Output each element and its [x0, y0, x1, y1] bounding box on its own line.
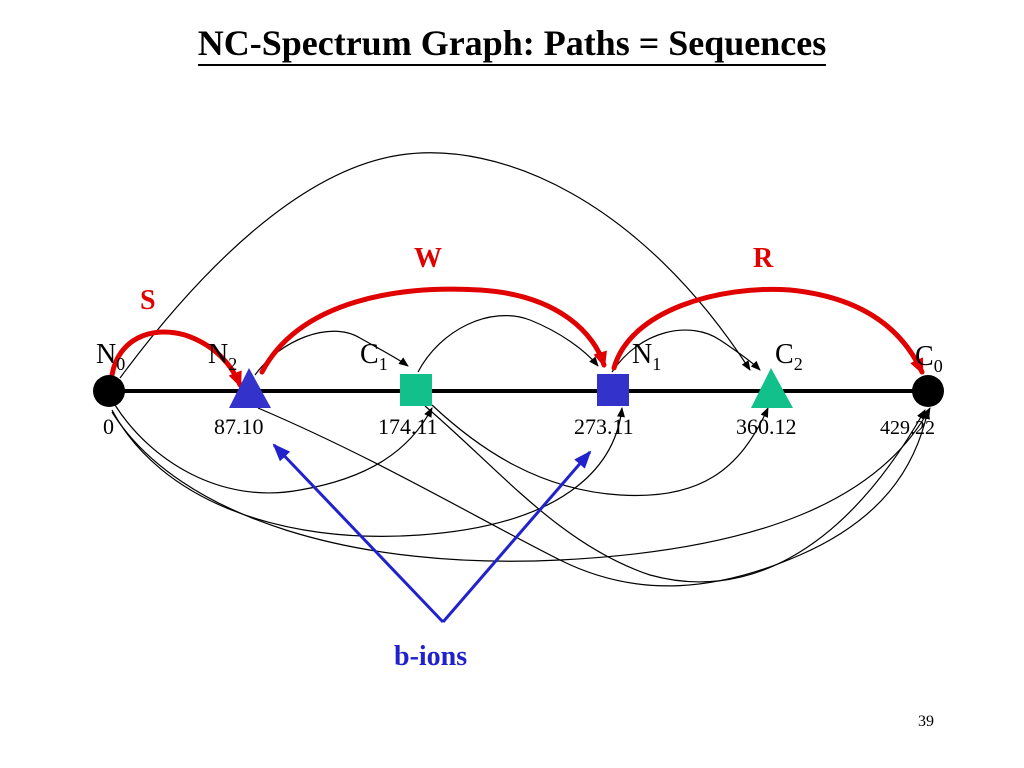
node-n2-label: N2: [208, 339, 237, 374]
node-n1-label: N1: [632, 339, 661, 374]
slide-title: NC-Spectrum Graph: Paths = Sequences: [0, 22, 1024, 66]
node-c2-mass: 360.12: [736, 414, 797, 439]
page-number: 39: [918, 713, 934, 730]
aa-label-w: W: [414, 243, 442, 274]
node-c1-mass: 174.11: [378, 414, 438, 439]
highlight-path: [109, 286, 925, 388]
edge-n1-c2: [611, 329, 761, 373]
b-ion-arrows: [272, 443, 592, 624]
aa-label-s: S: [140, 285, 156, 316]
b-ion-arrow-n2: [272, 443, 445, 624]
red-edge-w: [259, 286, 607, 375]
node-n2-mass: 87.10: [214, 414, 264, 439]
node-n0-marker: [93, 375, 125, 407]
node-n1-mass: 273.11: [574, 414, 634, 439]
red-edge-r: [611, 286, 925, 375]
node-n2-marker: [229, 368, 271, 408]
edge-c1-n1: [417, 315, 599, 373]
node-c0-label: C0: [915, 341, 943, 376]
edge-c1-c0: [424, 405, 926, 583]
node-c0-marker: [912, 375, 944, 407]
node-n0-label: N0: [96, 339, 125, 374]
b-ion-arrow-n1: [441, 450, 592, 623]
node-c1-label: C1: [360, 339, 388, 374]
b-ions-label: b-ions: [394, 641, 467, 672]
aa-label-r: R: [753, 243, 774, 274]
node-c0-mass: 429.22: [880, 417, 935, 439]
edge-n0-c2: [119, 152, 751, 379]
node-c2-marker: [751, 368, 793, 408]
edge-n2-c0: [257, 407, 930, 587]
edge-n0-n1: [111, 407, 625, 537]
node-n1-marker: [597, 374, 629, 406]
red-edge-s: [109, 329, 243, 388]
lower-edges: [111, 404, 931, 587]
edge-c1-c2: [431, 404, 769, 497]
edge-n0-c1: [114, 404, 433, 494]
node-c2-label: C2: [775, 339, 803, 374]
node-n0-mass: 0: [103, 414, 114, 439]
node-c1-marker: [400, 374, 432, 406]
